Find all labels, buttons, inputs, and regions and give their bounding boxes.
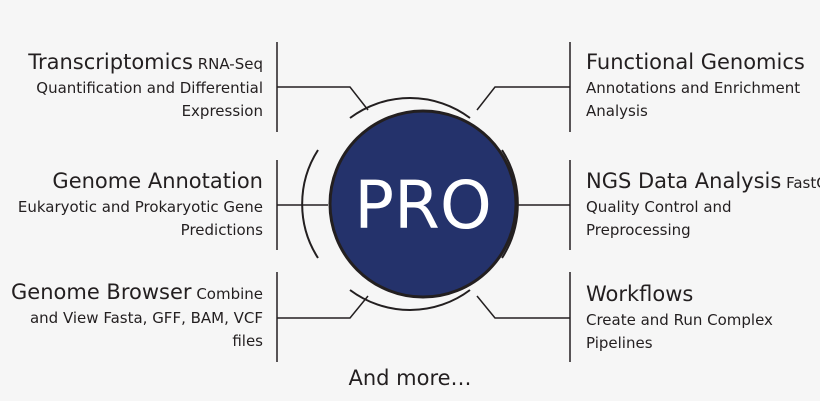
ngs-title: NGS Data Analysis: [586, 169, 782, 193]
functional-genomics-line-1: Annotations and Enrichment: [586, 79, 801, 97]
pro-label: PRO: [354, 167, 492, 244]
workflows-line-1: Create and Run Complex: [586, 311, 773, 329]
ngs-line-2: Preprocessing: [586, 221, 691, 239]
block-functional-genomics: Functional Genomics Annotations and Enri…: [586, 50, 805, 123]
genome-annotation-title: Genome Annotation: [52, 169, 263, 193]
functional-genomics-title: Functional Genomics: [586, 50, 805, 74]
transcriptomics-title: Transcriptomics: [28, 50, 193, 74]
outer-ring-arc-bottom: [349, 289, 471, 311]
block-genome-annotation: Genome Annotation Eukaryotic and Prokary…: [18, 169, 263, 242]
genome-browser-title: Genome Browser: [11, 280, 192, 304]
transcriptomics-line-2: Expression: [181, 102, 263, 120]
block-transcriptomics: Transcriptomics RNA-Seq Quantification a…: [28, 50, 263, 123]
block-genome-browser: Genome Browser Combine and View Fasta, G…: [11, 280, 263, 353]
functional-genomics-line-2: Analysis: [586, 102, 648, 120]
genome-annotation-line-2: Predictions: [180, 221, 263, 239]
workflows-title: Workflows: [586, 282, 694, 306]
connector-transcriptomics: [277, 86, 369, 111]
genome-browser-subtitle: Combine: [196, 285, 263, 303]
outer-ring-arc-top: [349, 97, 471, 119]
transcriptomics-line-1: Quantification and Differential: [36, 79, 263, 97]
pro-circle: [328, 109, 518, 299]
ngs-line-1: Quality Control and: [586, 198, 732, 216]
and-more-label: And more…: [348, 366, 472, 390]
genome-browser-line-2: files: [232, 332, 263, 350]
transcriptomics-subtitle: RNA-Seq: [197, 55, 263, 73]
block-workflows: Workflows Create and Run Complex Pipelin…: [586, 282, 773, 355]
connector-functional-genomics: [476, 86, 570, 111]
genome-annotation-line-1: Eukaryotic and Prokaryotic Gene: [17, 198, 263, 216]
connector-genome-browser: [277, 295, 369, 319]
outer-ring-arc-right: [501, 149, 519, 259]
connector-workflows: [476, 295, 570, 319]
outer-ring-arc-left: [301, 149, 319, 259]
workflows-line-2: Pipelines: [586, 334, 653, 352]
genome-browser-line-1: and View Fasta, GFF, BAM, VCF: [29, 309, 263, 327]
